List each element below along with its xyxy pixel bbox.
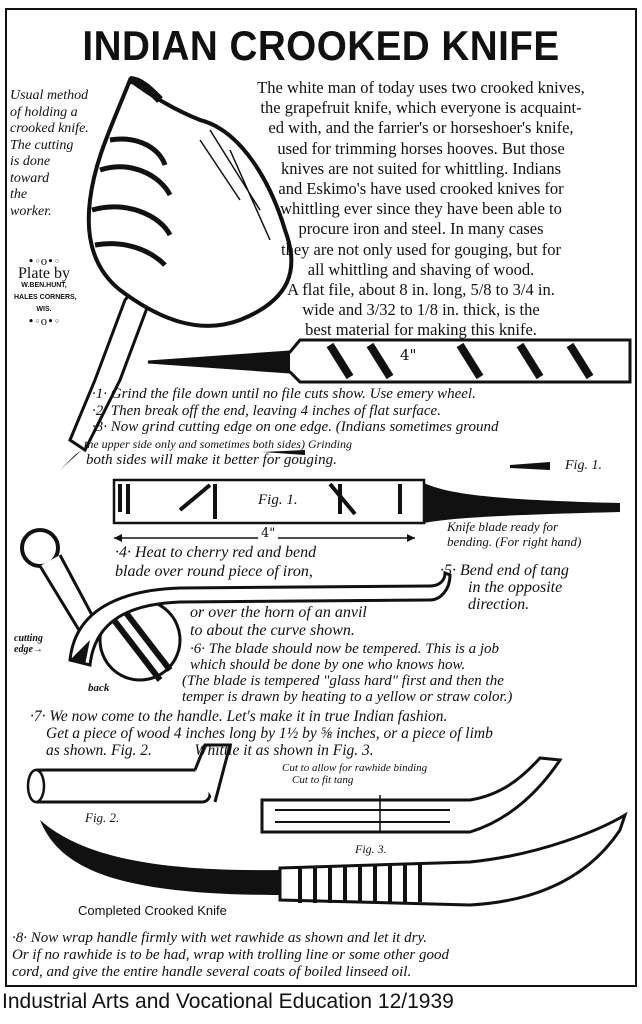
fig3-label: Fig. 3.: [355, 842, 387, 856]
plate-credit: •◦o•◦ Plate by W.BEN.HUNT, HALES CORNERS…: [14, 255, 77, 328]
author-name: W.BEN.HUNT,: [21, 282, 67, 289]
step-1: ·1· Grind the file down until no file cu…: [92, 386, 476, 402]
fig1-small-label: Fig. 1.: [565, 458, 602, 473]
intro-line: knives are not suited for whittling. Ind…: [281, 158, 561, 178]
step-line: which should be done by one who knows ho…: [190, 657, 466, 673]
intro-line: procure iron and steel. In many cases: [298, 219, 544, 239]
step-line: ·4· Heat to cherry red and bend: [115, 544, 317, 561]
step-line: ·6· The blade should now be tempered. Th…: [190, 641, 500, 657]
caption-line: worker.: [10, 203, 52, 219]
fig1-dimension: 4": [258, 526, 279, 541]
ornament: •◦o•◦: [27, 315, 61, 328]
step-line: ·8· Now wrap handle firmly with wet rawh…: [12, 930, 428, 946]
step-8: ·8· Now wrap handle firmly with wet rawh…: [12, 930, 449, 981]
intro-line: The white man of today uses two crooked …: [257, 78, 585, 97]
hand-holding-knife-illustration: [60, 76, 294, 470]
author-state: WIS.: [36, 306, 52, 313]
step-line: to about the curve shown.: [190, 622, 355, 639]
author-town: HALES CORNERS,: [14, 294, 77, 301]
plate-by: Plate by: [18, 265, 70, 282]
intro-line: wide and 3/32 to 1/8 in. thick, is the: [302, 300, 540, 320]
blade-ready-caption: Knife blade ready for bending. (For righ…: [447, 519, 581, 549]
caption-line: Usual method: [10, 88, 89, 103]
step-3-cont: the upper side only and sometimes both s…: [84, 436, 352, 451]
bent-blade-illustration: [20, 528, 452, 682]
holding-caption: Usual method of holding a crooked knife.…: [10, 88, 89, 220]
caption-line: of holding a: [10, 104, 78, 120]
intro-line: ed with, and the farrier's or horseshoer…: [268, 118, 574, 138]
intro-line: whittling ever since they have been able…: [280, 199, 562, 219]
intro-line: best material for making this knife.: [305, 320, 537, 340]
intro-line: the grapefruit knife, which everyone is …: [260, 98, 582, 118]
fig2-handle-illustration: [26, 743, 232, 804]
completed-knife-illustration: [40, 811, 628, 907]
caption-line: the: [10, 187, 28, 202]
intro-line: and Eskimo's have used crooked knives fo…: [278, 179, 564, 199]
caption-line: toward: [10, 170, 50, 186]
step-line: temper is drawn by heating to a yellow o…: [182, 689, 513, 705]
step-4-continued: or over the horn of an anvil to about th…: [190, 604, 367, 640]
label-line: edge→: [14, 644, 43, 655]
file-illustration: [147, 338, 632, 384]
page-border: [5, 8, 637, 987]
completed-knife-label: Completed Crooked Knife: [78, 903, 227, 918]
step-3: ·3· Now grind cutting edge on one edge. …: [92, 419, 499, 435]
caption-line: crooked knife.: [10, 121, 89, 136]
fig2-label: Fig. 2.: [85, 810, 120, 825]
step-5: ·5· Bend end of tang in the opposite dir…: [440, 562, 569, 613]
step-line: or over the horn of an anvil: [190, 604, 367, 621]
step-line: ·5· Bend end of tang: [440, 562, 569, 579]
back-label: back: [88, 682, 110, 694]
step-4: ·4· Heat to cherry red and bend blade ov…: [115, 543, 316, 581]
edge-profile-icons: [262, 450, 550, 470]
caption-line: is done: [10, 154, 51, 169]
steps-1-3: ·1· Grind the file down until no file cu…: [84, 386, 499, 469]
intro-line: A flat file, about 8 in. long, 5/8 to 3/…: [287, 280, 555, 300]
fig3-handle-illustration: [260, 756, 563, 834]
ornament: •◦o•◦: [27, 255, 61, 268]
step-line: blade over round piece of iron,: [115, 563, 313, 580]
fig1-label: Fig. 1.: [258, 492, 298, 509]
caption-line: bending. (For right hand): [447, 534, 582, 549]
note-line: Cut to fit tang: [292, 774, 354, 786]
step-line: in the opposite: [468, 579, 563, 596]
step-line: direction.: [468, 596, 530, 613]
step-6: ·6· The blade should now be tempered. Th…: [182, 641, 512, 705]
step-line: Get a piece of wood 4 inches long by 1½ …: [46, 725, 493, 742]
source-footer: Industrial Arts and Vocational Education…: [2, 990, 454, 1013]
cutting-edge-label: cutting edge→: [14, 633, 43, 655]
intro-line: they are not only used for gouging, but …: [281, 239, 561, 259]
note-line: Cut to allow for rawhide binding: [282, 762, 428, 774]
step-line: cord, and give the entire handle several…: [12, 964, 412, 980]
step-line: Or if no rawhide is to be had, wrap with…: [12, 947, 449, 963]
step-3-cont: both sides will make it better for gougi…: [86, 452, 337, 468]
step-line: as shown. Fig. 2. Whittle it as shown in…: [46, 742, 374, 759]
intro-line: all whittling and shaving of wood.: [307, 259, 535, 279]
intro-line: used for trimming horses hooves. But tho…: [277, 138, 565, 158]
fig3-notes: Cut to allow for rawhide binding Cut to …: [282, 762, 427, 786]
file-fig1-illustration: [112, 478, 620, 542]
caption-line: Knife blade ready for: [447, 519, 559, 534]
step-line: (The blade is tempered "glass hard" firs…: [182, 673, 504, 689]
step-7: ·7· We now come to the handle. Let's mak…: [30, 708, 493, 759]
page-title: INDIAN CROOKED KNIFE: [82, 22, 560, 69]
step-2: ·2· Then break off the end, leaving 4 in…: [92, 402, 441, 419]
intro-paragraph: The white man of today uses two crooked …: [212, 78, 630, 341]
label-line: cutting: [14, 633, 43, 644]
step-line: ·7· We now come to the handle. Let's mak…: [30, 708, 448, 725]
file-dimension-label: 4": [400, 346, 417, 364]
caption-line: The cutting: [10, 137, 74, 153]
